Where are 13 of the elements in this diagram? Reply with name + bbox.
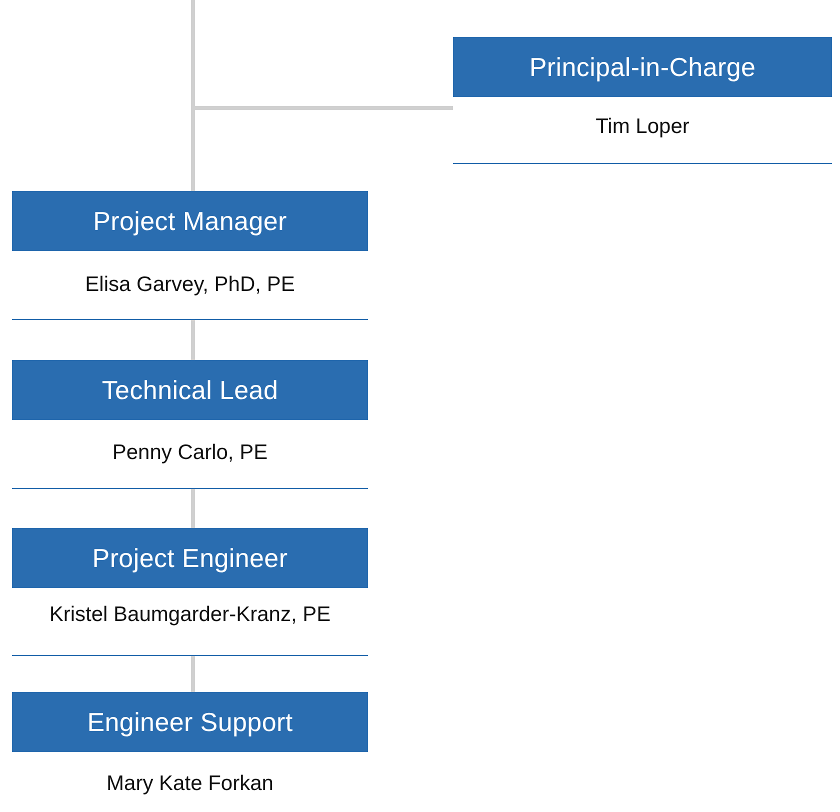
connector-line [191, 488, 195, 528]
role-header: Project Engineer [12, 528, 368, 588]
person-name: Kristel Baumgarder-Kranz, PE [48, 603, 332, 627]
role-header: Technical Lead [12, 360, 368, 420]
connector-line [191, 655, 195, 692]
person-name: Mary Kate Forkan [106, 772, 274, 796]
person-name: Tim Loper [594, 115, 690, 139]
person-name: Elisa Garvey, PhD, PE [84, 273, 296, 297]
role-header: Principal-in-Charge [453, 37, 832, 97]
role-header: Engineer Support [12, 692, 368, 752]
role-header: Project Manager [12, 191, 368, 251]
person-name: Penny Carlo, PE [111, 441, 269, 465]
connector-line [191, 319, 195, 360]
